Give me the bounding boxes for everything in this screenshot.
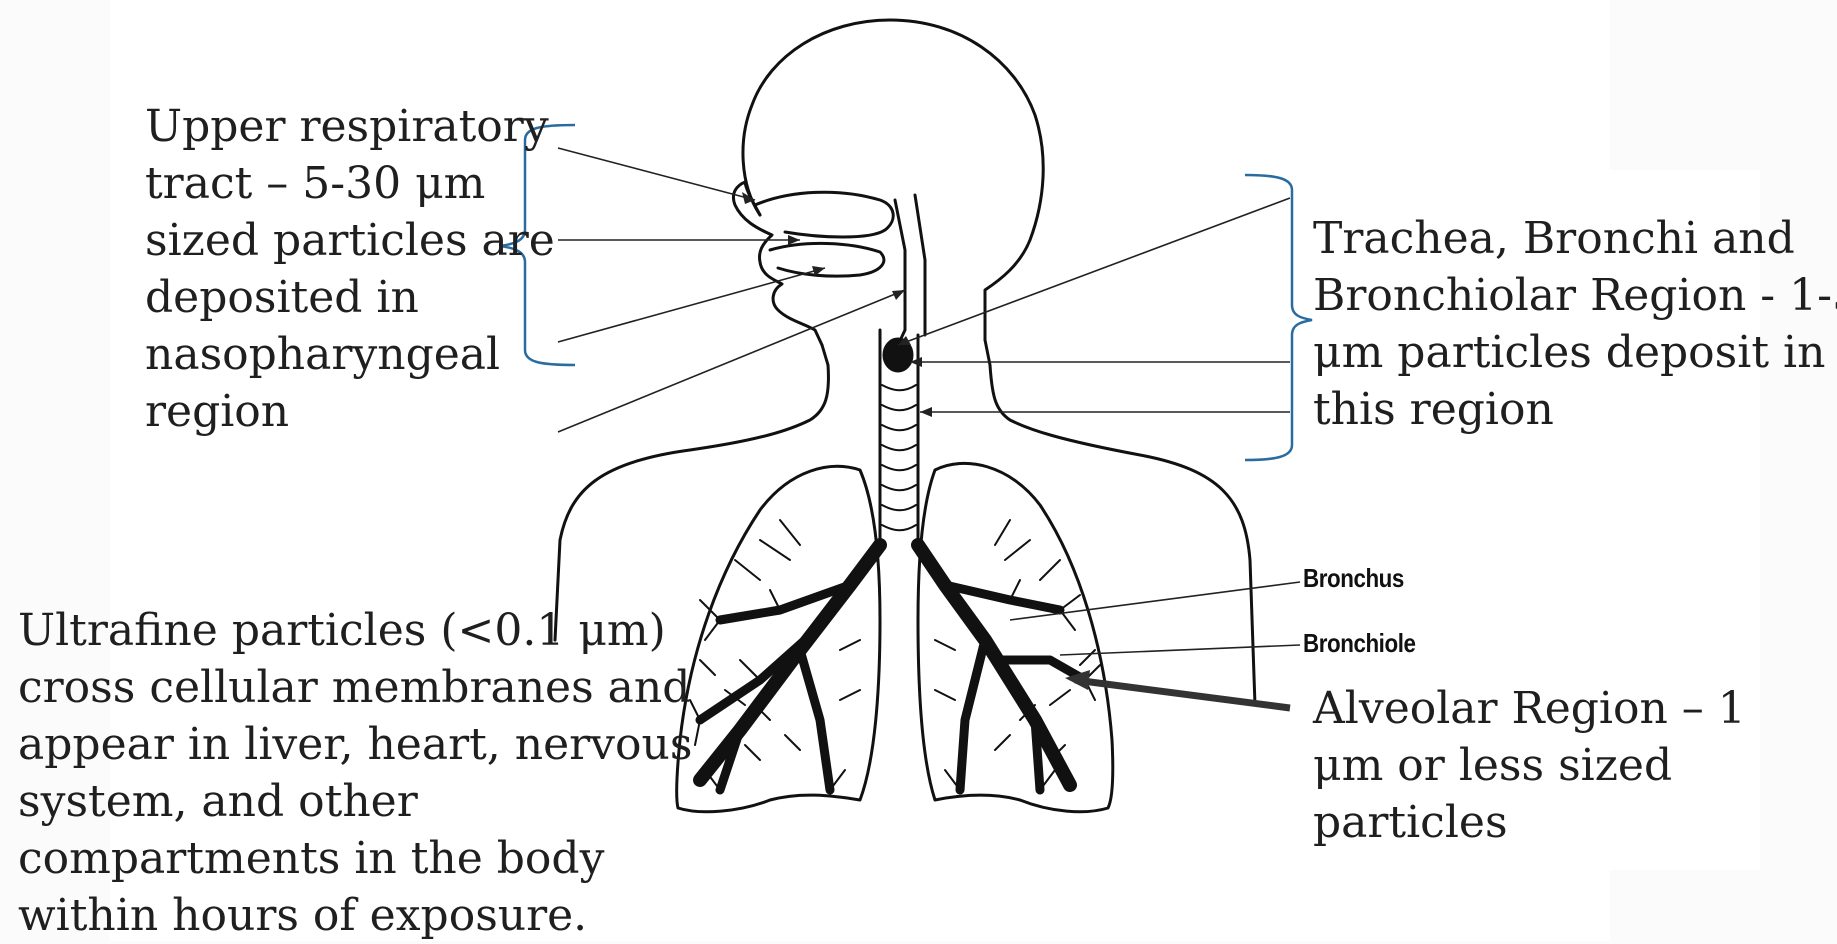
bronchus-label: Bronchus	[1303, 563, 1404, 594]
alveolar-line-1: Alveolar Region – 1	[1313, 680, 1746, 737]
right-lung-outline	[918, 463, 1113, 811]
left-main-bronchus	[700, 545, 880, 780]
trachea-region-bracket	[1245, 175, 1312, 460]
neck-right	[985, 340, 1255, 705]
upper-line-6: region	[145, 383, 555, 440]
ultrafine-line-1: Ultrafine particles (<0.1 μm)	[18, 602, 692, 659]
leader-nose	[558, 148, 755, 200]
oral-cavity	[770, 243, 884, 276]
leader-pharynx	[558, 290, 905, 432]
ultrafine-particles-label: Ultrafine particles (<0.1 μm) cross cell…	[18, 602, 692, 944]
right-main-bronchus	[918, 545, 1070, 785]
ultrafine-line-4: system, and other	[18, 773, 692, 830]
alveolar-line-3: particles	[1313, 794, 1746, 851]
nasal-cavity	[755, 192, 893, 237]
upper-line-3: sized particles are	[145, 212, 555, 269]
ultrafine-line-6: within hours of exposure.	[18, 887, 692, 944]
ultrafine-line-5: compartments in the body	[18, 830, 692, 887]
trachea-line-1: Trachea, Bronchi and	[1313, 210, 1837, 267]
alveolar-region-label: Alveolar Region – 1 μm or less sized par…	[1313, 680, 1746, 851]
trachea-rings	[882, 385, 916, 530]
leader-mouth	[558, 268, 825, 342]
ultrafine-line-3: appear in liver, heart, nervous	[18, 716, 692, 773]
face-profile	[733, 182, 822, 345]
pharynx-back	[915, 195, 925, 335]
leader-bronchus	[1010, 582, 1300, 620]
upper-line-4: deposited in	[145, 269, 555, 326]
trachea-line-4: this region	[1313, 381, 1837, 438]
upper-line-2: tract – 5-30 μm	[145, 155, 555, 212]
neck-left	[555, 345, 828, 640]
bronchiole-label: Bronchiole	[1303, 628, 1415, 659]
leader-trachea-top	[898, 198, 1290, 345]
ultrafine-line-2: cross cellular membranes and	[18, 659, 692, 716]
alveolar-line-2: μm or less sized	[1313, 737, 1746, 794]
upper-line-5: nasopharyngeal	[145, 326, 555, 383]
upper-line-1: Upper respiratory	[145, 98, 555, 155]
upper-respiratory-label: Upper respiratory tract – 5-30 μm sized …	[145, 98, 555, 440]
trachea-line-2: Bronchiolar Region - 1-5	[1313, 267, 1837, 324]
trachea-region-label: Trachea, Bronchi and Bronchiolar Region …	[1313, 210, 1837, 438]
trachea-line-3: μm particles deposit in	[1313, 324, 1837, 381]
pharynx	[895, 200, 905, 345]
